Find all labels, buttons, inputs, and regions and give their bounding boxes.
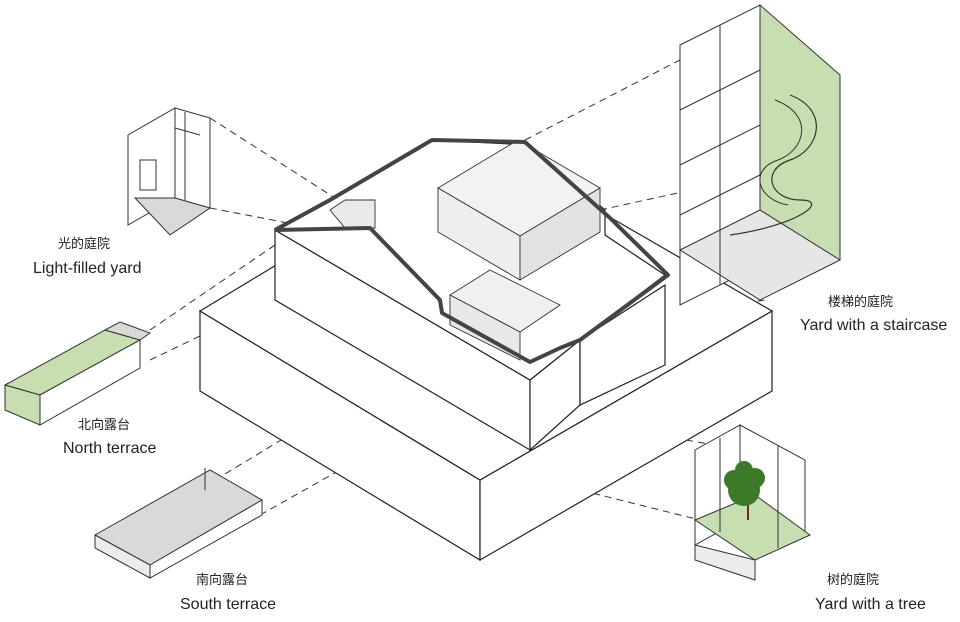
tree-yard-label-en: Yard with a tree xyxy=(815,596,926,613)
north-terrace-block xyxy=(3,321,152,426)
north-terrace-label-zh: 北向露台 xyxy=(78,418,131,433)
tree-yard-label-zh: 树的庭院 xyxy=(827,573,880,588)
north-terrace-label-en: North terrace xyxy=(63,440,157,457)
light-yard-pavilion xyxy=(127,107,212,236)
light-yard-label-zh: 光的庭院 xyxy=(58,237,111,252)
inner-boxes xyxy=(329,139,601,361)
tree-icon xyxy=(724,461,765,506)
courtyard-outline xyxy=(274,138,670,364)
light-yard-label-en: Light-filled yard xyxy=(33,260,142,277)
south-terrace-block xyxy=(93,468,263,579)
south-terrace-label-en: South terrace xyxy=(180,596,277,613)
stair-yard-label-en: Yard with a staircase xyxy=(800,317,948,334)
stair-yard-label-zh: 楼梯的庭院 xyxy=(828,295,894,310)
stair-yard-block xyxy=(678,3,842,306)
tree-yard-block xyxy=(693,424,811,581)
south-terrace-label-zh: 南向露台 xyxy=(196,573,249,588)
